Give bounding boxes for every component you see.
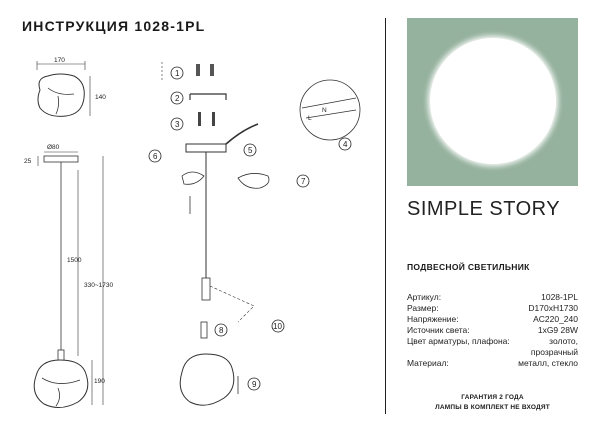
shade-assembly xyxy=(179,353,235,406)
warranty-text: ГАРАНТИЯ 2 ГОДА xyxy=(461,394,524,401)
dim-height-label: 140 xyxy=(95,94,106,101)
page-title: ИНСТРУКЦИЯ 1028-1PL xyxy=(22,18,206,34)
canopy-side xyxy=(43,155,79,163)
step-1-number: 1 xyxy=(175,69,180,78)
dim-cord-label: 1500 xyxy=(67,257,82,264)
spec-label: Цвет арматуры, плафона: xyxy=(407,336,510,346)
brand-part2: STORY xyxy=(489,198,561,220)
glow-circle-illustration xyxy=(430,38,556,164)
spec-value: D170xH1730 xyxy=(528,303,578,313)
svg-text:L: L xyxy=(308,115,312,122)
spec-value: прозрачный xyxy=(530,347,578,357)
brand-part1: SIMPLE xyxy=(407,198,484,220)
assembly-diagram: 1 2 3 6 L N 4 5 7 8 10 9 xyxy=(148,62,361,406)
spec-label: Размер: xyxy=(407,303,439,313)
step-6-number: 6 xyxy=(153,152,158,161)
dim-width-label: 170 xyxy=(54,57,65,64)
dim-diameter-label: Ø80 xyxy=(47,144,60,151)
step-10-number: 10 xyxy=(273,322,282,331)
dim-canopy-label: 25 xyxy=(24,158,32,165)
svg-text:N: N xyxy=(322,107,327,114)
step-4-number: 4 xyxy=(343,140,348,149)
dimension-drawing: 170 140 Ø80 25 1500 330~1730 190 xyxy=(24,57,113,408)
step-8-number: 8 xyxy=(219,326,224,335)
product-image-panel xyxy=(407,18,578,186)
step-2-number: 2 xyxy=(175,94,180,103)
step-7-number: 7 xyxy=(301,177,306,186)
step-5-number: 5 xyxy=(248,146,253,155)
shade-top-view xyxy=(37,73,85,117)
lamps-note: ЛАМПЫ В КОМПЛЕКТ НЕ ВХОДЯТ xyxy=(435,404,550,411)
dim-shade-label: 190 xyxy=(94,378,105,385)
spec-label: Материал: xyxy=(407,358,449,368)
spec-value: 1028-1PL xyxy=(541,292,578,302)
spec-label: Артикул: xyxy=(407,292,442,302)
spec-value: 1xG9 28W xyxy=(537,325,578,335)
step-3-number: 3 xyxy=(175,120,180,129)
spec-value: AC220_240 xyxy=(533,314,578,324)
spec-label: Напряжение: xyxy=(407,314,459,324)
spec-value: металл, стекло xyxy=(518,358,578,368)
product-type: ПОДВЕСНОЙ СВЕТИЛЬНИК xyxy=(407,262,530,272)
spec-label: Источник света: xyxy=(407,325,470,335)
spec-value: золото, xyxy=(549,336,578,346)
dim-total-label: 330~1730 xyxy=(84,282,113,289)
brand-logo: SIMPLE STORY xyxy=(407,198,560,221)
step-9-number: 9 xyxy=(252,380,257,389)
canopy xyxy=(185,143,227,153)
section-divider xyxy=(385,18,386,414)
terminal-detail xyxy=(299,79,361,141)
